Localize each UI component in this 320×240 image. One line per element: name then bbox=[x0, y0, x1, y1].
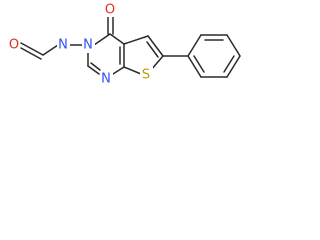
bond-c5-c6-2 bbox=[146, 41, 159, 58]
atom-oxygen-carbonyl: O bbox=[105, 3, 115, 18]
bond-formyl-nh bbox=[42, 44, 59, 56]
bond-s-c7a bbox=[123, 66, 142, 75]
atom-nitrogen-amide: N bbox=[58, 38, 68, 53]
atom-labels: O N O N N S bbox=[7, 2, 153, 87]
bond-ph-inner-2 bbox=[223, 55, 235, 73]
bond-ph-1 bbox=[187, 34, 202, 57]
bond-c4a-c5 bbox=[123, 35, 149, 45]
bond-aldehyde-co-1 bbox=[20, 42, 44, 56]
bond-n1-c7a bbox=[112, 66, 125, 75]
bond-c2-n1-1 bbox=[87, 65, 100, 75]
atom-sulfur-thiophene: S bbox=[142, 68, 150, 83]
bond-c4-c4a bbox=[109, 33, 125, 45]
bond-n3-c4 bbox=[93, 33, 111, 46]
bond-ph-inner-3 bbox=[193, 55, 205, 73]
bond-c5-c6-1 bbox=[147, 35, 164, 57]
bond-c2-n1-2 bbox=[90, 62, 101, 71]
bond-aldehyde-co-2 bbox=[20, 47, 42, 60]
bond-ph-4 bbox=[226, 55, 241, 78]
chemical-structure-diagram: O N O N N S bbox=[7, 2, 241, 87]
bond-ph-3 bbox=[226, 34, 241, 57]
bonds bbox=[20, 15, 241, 78]
atom-oxygen-aldehyde: O bbox=[9, 38, 19, 53]
atom-nitrogen-ring-1: N bbox=[101, 72, 111, 87]
bond-ph-6 bbox=[187, 55, 202, 78]
atom-nitrogen-ring-3: N bbox=[83, 38, 93, 53]
